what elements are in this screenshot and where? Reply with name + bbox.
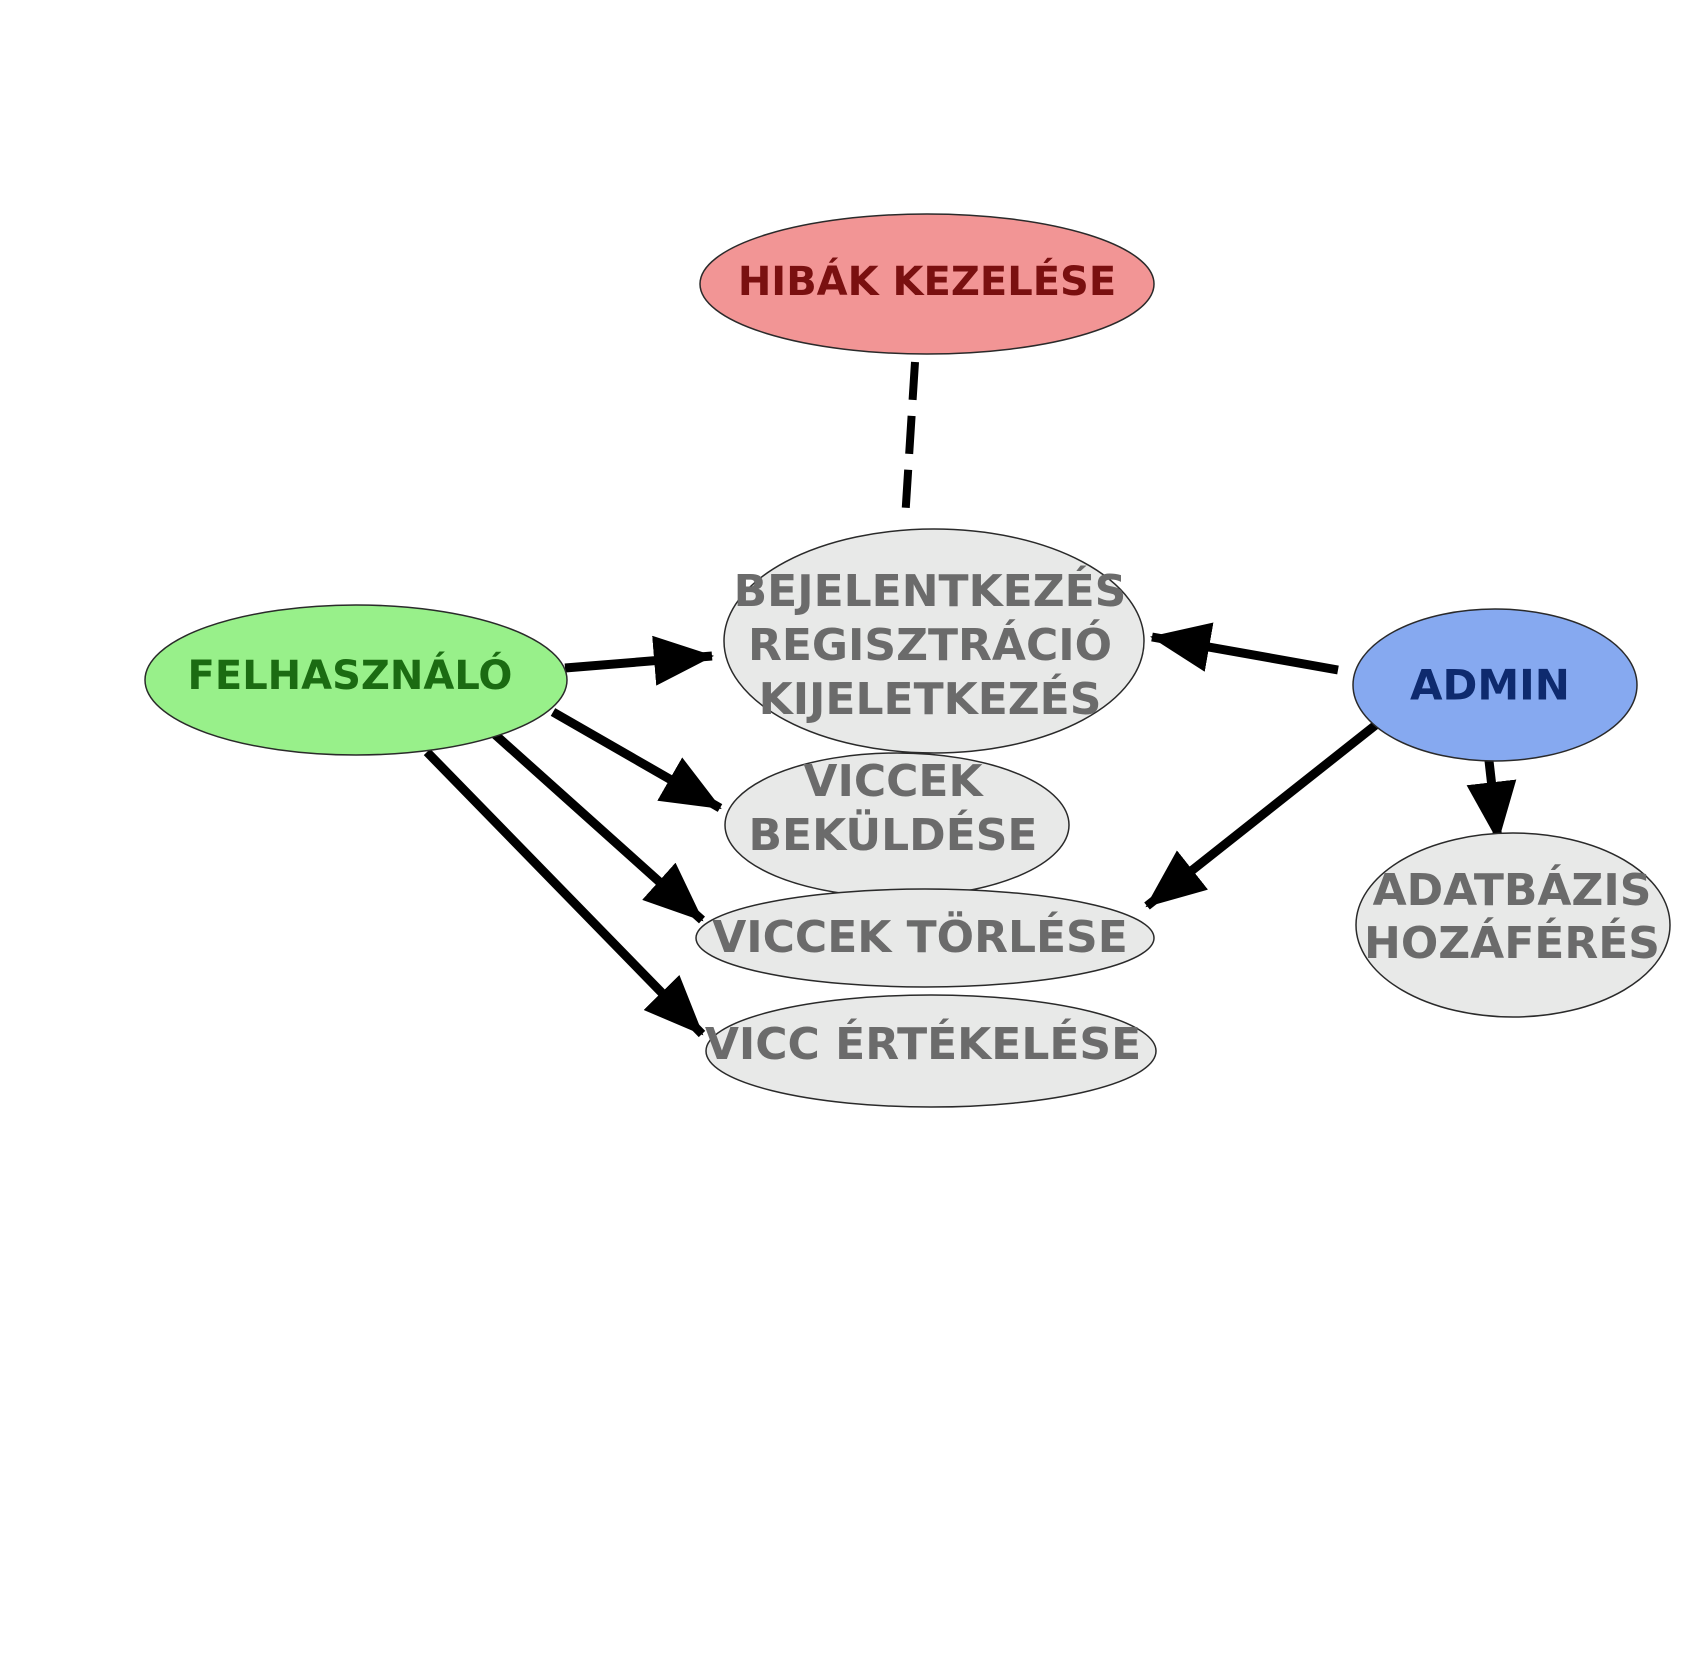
node-vicc-ertekelese: VICC ÉRTÉKELÉSE — [705, 994, 1157, 1108]
arrow-felhasznalo-to-ertekeles — [423, 748, 706, 1038]
bekuldes-line-1: VICCEK — [803, 756, 984, 807]
torles-ellipse — [695, 888, 1155, 988]
adatbazis-line-2: HOZÁFÉRÉS — [1364, 916, 1660, 969]
ertekeles-ellipse — [705, 994, 1157, 1108]
torles-label: VICCEK TÖRLÉSE — [712, 910, 1128, 963]
auth-line-2: REGISZTRÁCIÓ — [748, 618, 1112, 671]
arrow-admin-to-torles — [1144, 716, 1385, 910]
arrow-admin-to-adatbazis — [1466, 751, 1517, 842]
arrow-felhasznalo-to-auth — [564, 635, 714, 686]
felhasznalo-label: FELHASZNÁLÓ — [188, 651, 513, 699]
hibak-label: HIBÁK KEZELÉSE — [738, 257, 1116, 305]
node-felhasznalo: FELHASZNÁLÓ — [144, 604, 568, 756]
bekuldes-line-2: BEKÜLDÉSE — [748, 808, 1037, 861]
hibak-ellipse — [699, 213, 1155, 355]
arrow-felhasznalo-to-bekuldes — [550, 708, 723, 812]
ertekeles-label: VICC ÉRTÉKELÉSE — [705, 1017, 1141, 1070]
arrow-felhasznalo-to-torles — [486, 726, 706, 924]
node-hibak-kezelese: HIBÁK KEZELÉSE — [699, 213, 1155, 355]
node-viccek-bekuldese: VICCEK BEKÜLDÉSE — [724, 752, 1070, 898]
node-admin: ADMIN — [1352, 608, 1638, 762]
adatbazis-ellipse — [1355, 832, 1671, 1018]
admin-ellipse — [1352, 608, 1638, 762]
auth-line-1: BEJELENTKEZÉS — [734, 564, 1127, 617]
felhasznalo-ellipse — [144, 604, 568, 756]
arrow-admin-to-auth — [1150, 622, 1339, 675]
auth-line-3: KIJELETKEZÉS — [759, 672, 1102, 725]
node-adatbazis-hozaferes: ADATBÁZIS HOZÁFÉRÉS — [1355, 832, 1671, 1018]
admin-label: ADMIN — [1410, 661, 1570, 710]
node-viccek-torlese: VICCEK TÖRLÉSE — [695, 888, 1155, 988]
node-auth: BEJELENTKEZÉS REGISZTRÁCIÓ KIJELETKEZÉS — [723, 528, 1145, 754]
dashed-connector-hibak — [901, 361, 919, 521]
adatbazis-line-1: ADATBÁZIS — [1373, 863, 1652, 916]
auth-ellipse — [723, 528, 1145, 754]
